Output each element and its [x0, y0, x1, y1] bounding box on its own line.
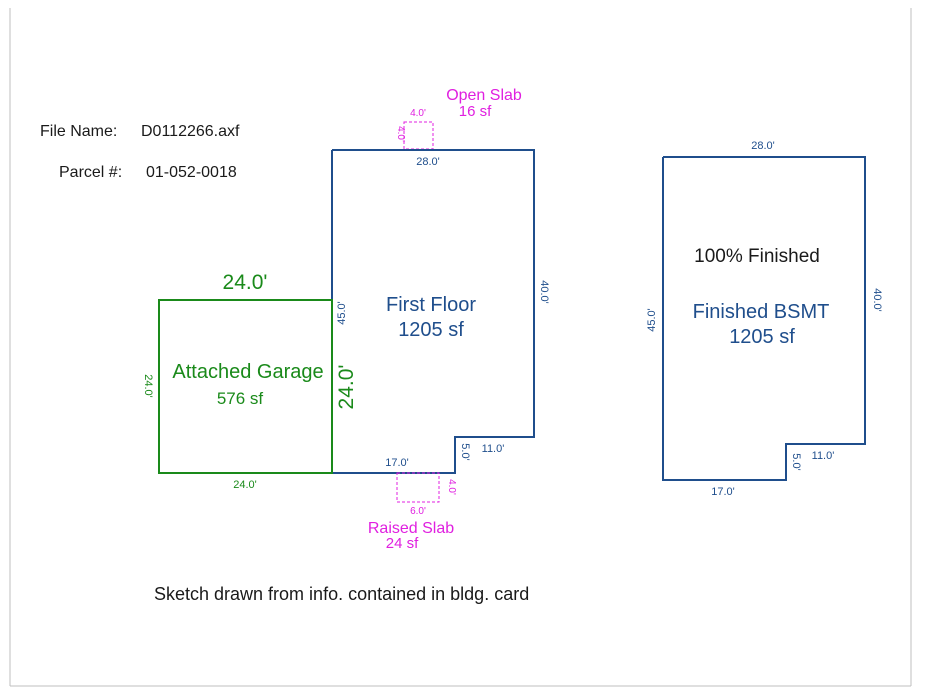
- sketch-source-note: Sketch drawn from info. contained in bld…: [154, 584, 529, 604]
- first-floor: First Floor 1205 sf 28.0' 40.0' 45.0' 17…: [331, 149, 550, 474]
- basement-dim-right: 40.0': [871, 288, 883, 312]
- basement-area: 1205 sf: [729, 326, 795, 348]
- basement-outline: [662, 156, 866, 481]
- file-name-value: D0112266.axf: [141, 123, 240, 140]
- garage-area: 576 sf: [217, 389, 264, 408]
- raised-slab-outline: [396, 472, 440, 503]
- page-frame: [9, 8, 912, 687]
- basement-dim-left: 45.0': [646, 308, 658, 332]
- basement-note: 100% Finished: [694, 246, 820, 267]
- open-slab-dim-top: 4.0': [410, 108, 426, 119]
- first-floor-dim-right: 40.0': [538, 280, 550, 304]
- first-floor-dim-step-vertical: 5.0': [459, 443, 471, 460]
- garage-label: Attached Garage: [172, 361, 323, 383]
- garage-dim-top: 24.0': [223, 271, 268, 294]
- open-slab-dim-side: 4.0': [395, 126, 406, 142]
- open-slab-label: Open Slab: [446, 87, 522, 104]
- garage-dim-left: 24.0': [142, 374, 154, 398]
- basement-label: Finished BSMT: [693, 301, 830, 323]
- first-floor-dim-left: 45.0': [336, 301, 348, 325]
- raised-slab-dim-side: 4.0': [446, 479, 457, 495]
- file-name-label: File Name:: [40, 123, 117, 140]
- basement-dim-step-horizontal: 11.0': [812, 450, 835, 462]
- basement-dim-bottom: 17.0': [711, 486, 735, 498]
- parcel-value: 01-052-0018: [146, 164, 237, 181]
- raised-slab-label: Raised Slab: [368, 520, 454, 537]
- first-floor-dim-bottom: 17.0': [385, 457, 409, 469]
- first-floor-area: 1205 sf: [398, 319, 464, 341]
- basement-dim-top: 28.0': [751, 140, 775, 152]
- open-slab-outline: [403, 121, 434, 150]
- raised-slab: 6.0' 4.0' Raised Slab 24 sf: [368, 472, 457, 552]
- basement-dim-step-vertical: 5.0': [790, 453, 802, 470]
- attached-garage: Attached Garage 576 sf 24.0' 24.0' 24.0'…: [142, 271, 358, 491]
- garage-dim-bottom: 24.0': [233, 479, 257, 491]
- raised-slab-area: 24 sf: [386, 535, 419, 552]
- raised-slab-dim-bottom: 6.0': [410, 506, 426, 517]
- first-floor-dim-top: 28.0': [416, 156, 440, 168]
- open-slab: Open Slab 16 sf 4.0' 4.0': [395, 87, 522, 150]
- parcel-label: Parcel #:: [59, 164, 122, 181]
- garage-dim-right: 24.0': [335, 365, 358, 410]
- finished-basement: 100% Finished Finished BSMT 1205 sf 28.0…: [646, 140, 883, 498]
- first-floor-label: First Floor: [386, 294, 476, 316]
- first-floor-dim-step-horizontal: 11.0': [482, 443, 505, 455]
- garage-outline: [158, 299, 333, 474]
- open-slab-area: 16 sf: [459, 103, 492, 120]
